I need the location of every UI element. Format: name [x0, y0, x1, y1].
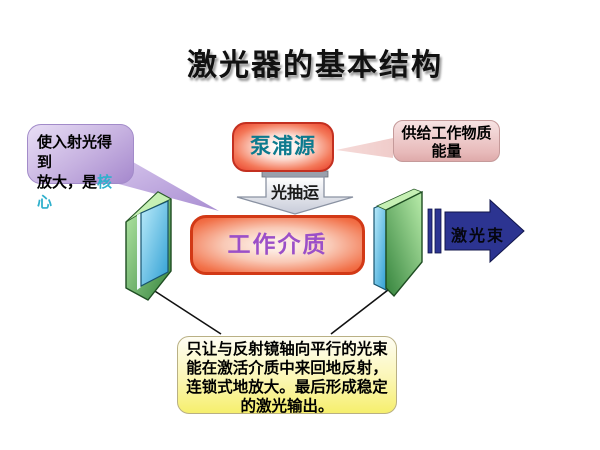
connector-line-right: [330, 289, 389, 335]
callout-amplify-line2: 放大，是核心: [37, 174, 113, 211]
pump-down-arrow: [236, 170, 354, 215]
callout-energy-line1: 供给工作物质: [401, 125, 492, 142]
slide-title: 激光器的基本结构: [187, 49, 443, 82]
resonator-text-line3: 连锁式地放大。最后形成稳定: [186, 379, 388, 396]
resonator-text-line1: 只让与反射镜轴向平行的光束: [186, 341, 388, 358]
connector-line-left: [146, 285, 222, 335]
working-medium-box: 工作介质: [190, 215, 365, 275]
callout-energy: 供给工作物质 能量: [393, 120, 500, 162]
pump-source-box: 泵浦源: [232, 122, 334, 172]
laser-arrow-shape: [444, 198, 525, 264]
callout-resonator-explanation: 只让与反射镜轴向平行的光束 能在激活介质中来回地反射， 连锁式地放大。最后形成稳…: [177, 336, 397, 415]
left-mirror-glass: [140, 200, 169, 287]
callout-tail-right: [336, 138, 393, 158]
laser-arrow-stripe-1: [427, 208, 433, 254]
right-mirror-glass: [373, 202, 387, 291]
resonator-text-line2: 能在激活介质中来回地反射，: [186, 360, 388, 377]
resonator-text-line4: 的激光输出。: [240, 398, 334, 415]
laser-beam-arrow: [427, 198, 525, 264]
right-mirror: [373, 188, 423, 298]
left-mirror-edge-highlight: [137, 213, 141, 290]
left-mirror: [125, 191, 172, 301]
optical-pumping-label: 光抽运: [270, 185, 319, 202]
right-mirror-body: [385, 190, 423, 298]
core-highlight: 核心: [37, 174, 113, 211]
pump-arrow-shape: [236, 176, 354, 215]
laser-arrow-stripe-2: [434, 208, 442, 254]
laser-beam-label: 激光束: [450, 228, 505, 245]
callout-amplify: 使入射光得到 放大，是核心: [27, 124, 134, 211]
callout-energy-line2: 能量: [431, 143, 462, 160]
left-mirror-top-face: [125, 191, 172, 223]
callout-amplify-line1: 使入射光得到: [37, 134, 113, 171]
